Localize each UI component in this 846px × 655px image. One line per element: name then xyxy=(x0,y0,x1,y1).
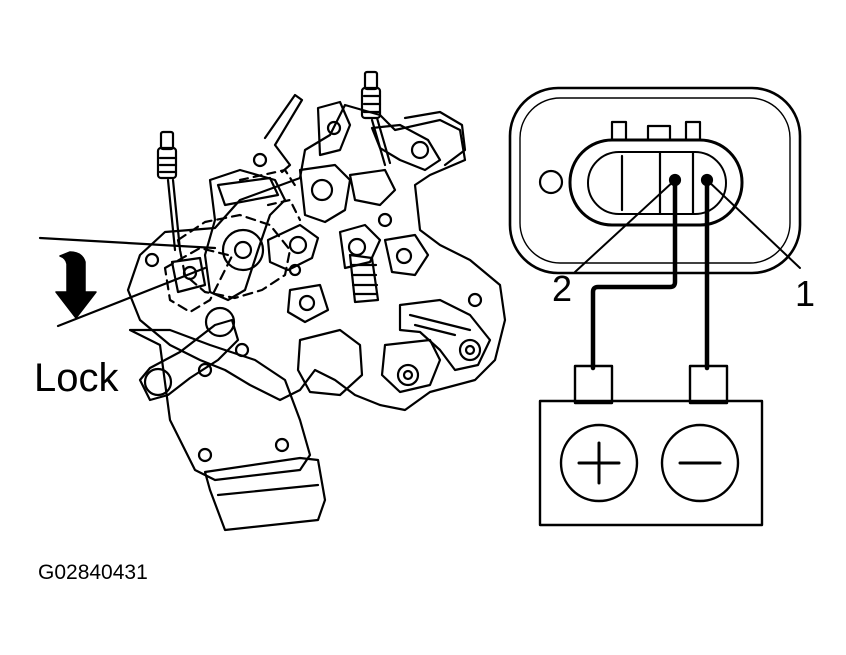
cam-pivot-inner xyxy=(233,240,253,260)
down-arrow-icon xyxy=(55,251,97,319)
pin-2-leader xyxy=(574,179,676,273)
link-plate xyxy=(266,223,320,272)
battery-body xyxy=(538,399,764,527)
battery-negative-circle xyxy=(660,423,740,503)
rod-right xyxy=(360,70,467,172)
mount-bolt-right xyxy=(458,338,482,362)
connector-icon xyxy=(508,86,802,275)
lock-reference-line-upper xyxy=(38,236,217,250)
battery-terminal-positive xyxy=(573,364,614,405)
wire-positive xyxy=(590,177,678,371)
pin-1-label: 1 xyxy=(795,273,816,314)
cam-plate xyxy=(203,168,287,302)
lever-roller xyxy=(204,306,236,338)
figure-id: G02840431 xyxy=(38,561,148,584)
latch-link xyxy=(170,256,207,294)
cam-pivot-outer xyxy=(221,228,265,272)
door-lock-assembly xyxy=(38,70,507,532)
battery-terminal-negative xyxy=(688,364,729,405)
connector-mounting-hole xyxy=(538,169,564,195)
battery-positive-circle xyxy=(559,423,639,503)
lock-sector-dashed xyxy=(176,213,292,300)
connector-terminal-opening xyxy=(568,138,744,227)
top-bracket xyxy=(263,93,304,174)
battery-icon xyxy=(538,364,764,527)
lock-lever-arm xyxy=(138,318,240,402)
connector-body xyxy=(508,86,802,275)
test-wires xyxy=(590,177,710,371)
connector-inner-rim xyxy=(519,97,791,264)
plus-icon xyxy=(577,441,621,485)
pin-1-leader xyxy=(706,179,801,269)
lever-pivot xyxy=(143,367,173,397)
mount-bolt-lower xyxy=(396,363,420,387)
pin-2-label: 2 xyxy=(552,268,573,309)
lock-housing xyxy=(126,103,507,412)
lock-direction-label: Lock xyxy=(34,356,119,400)
motor-connector-housing xyxy=(203,456,327,532)
lock-motor-body xyxy=(128,328,312,482)
rod-left xyxy=(156,130,182,252)
